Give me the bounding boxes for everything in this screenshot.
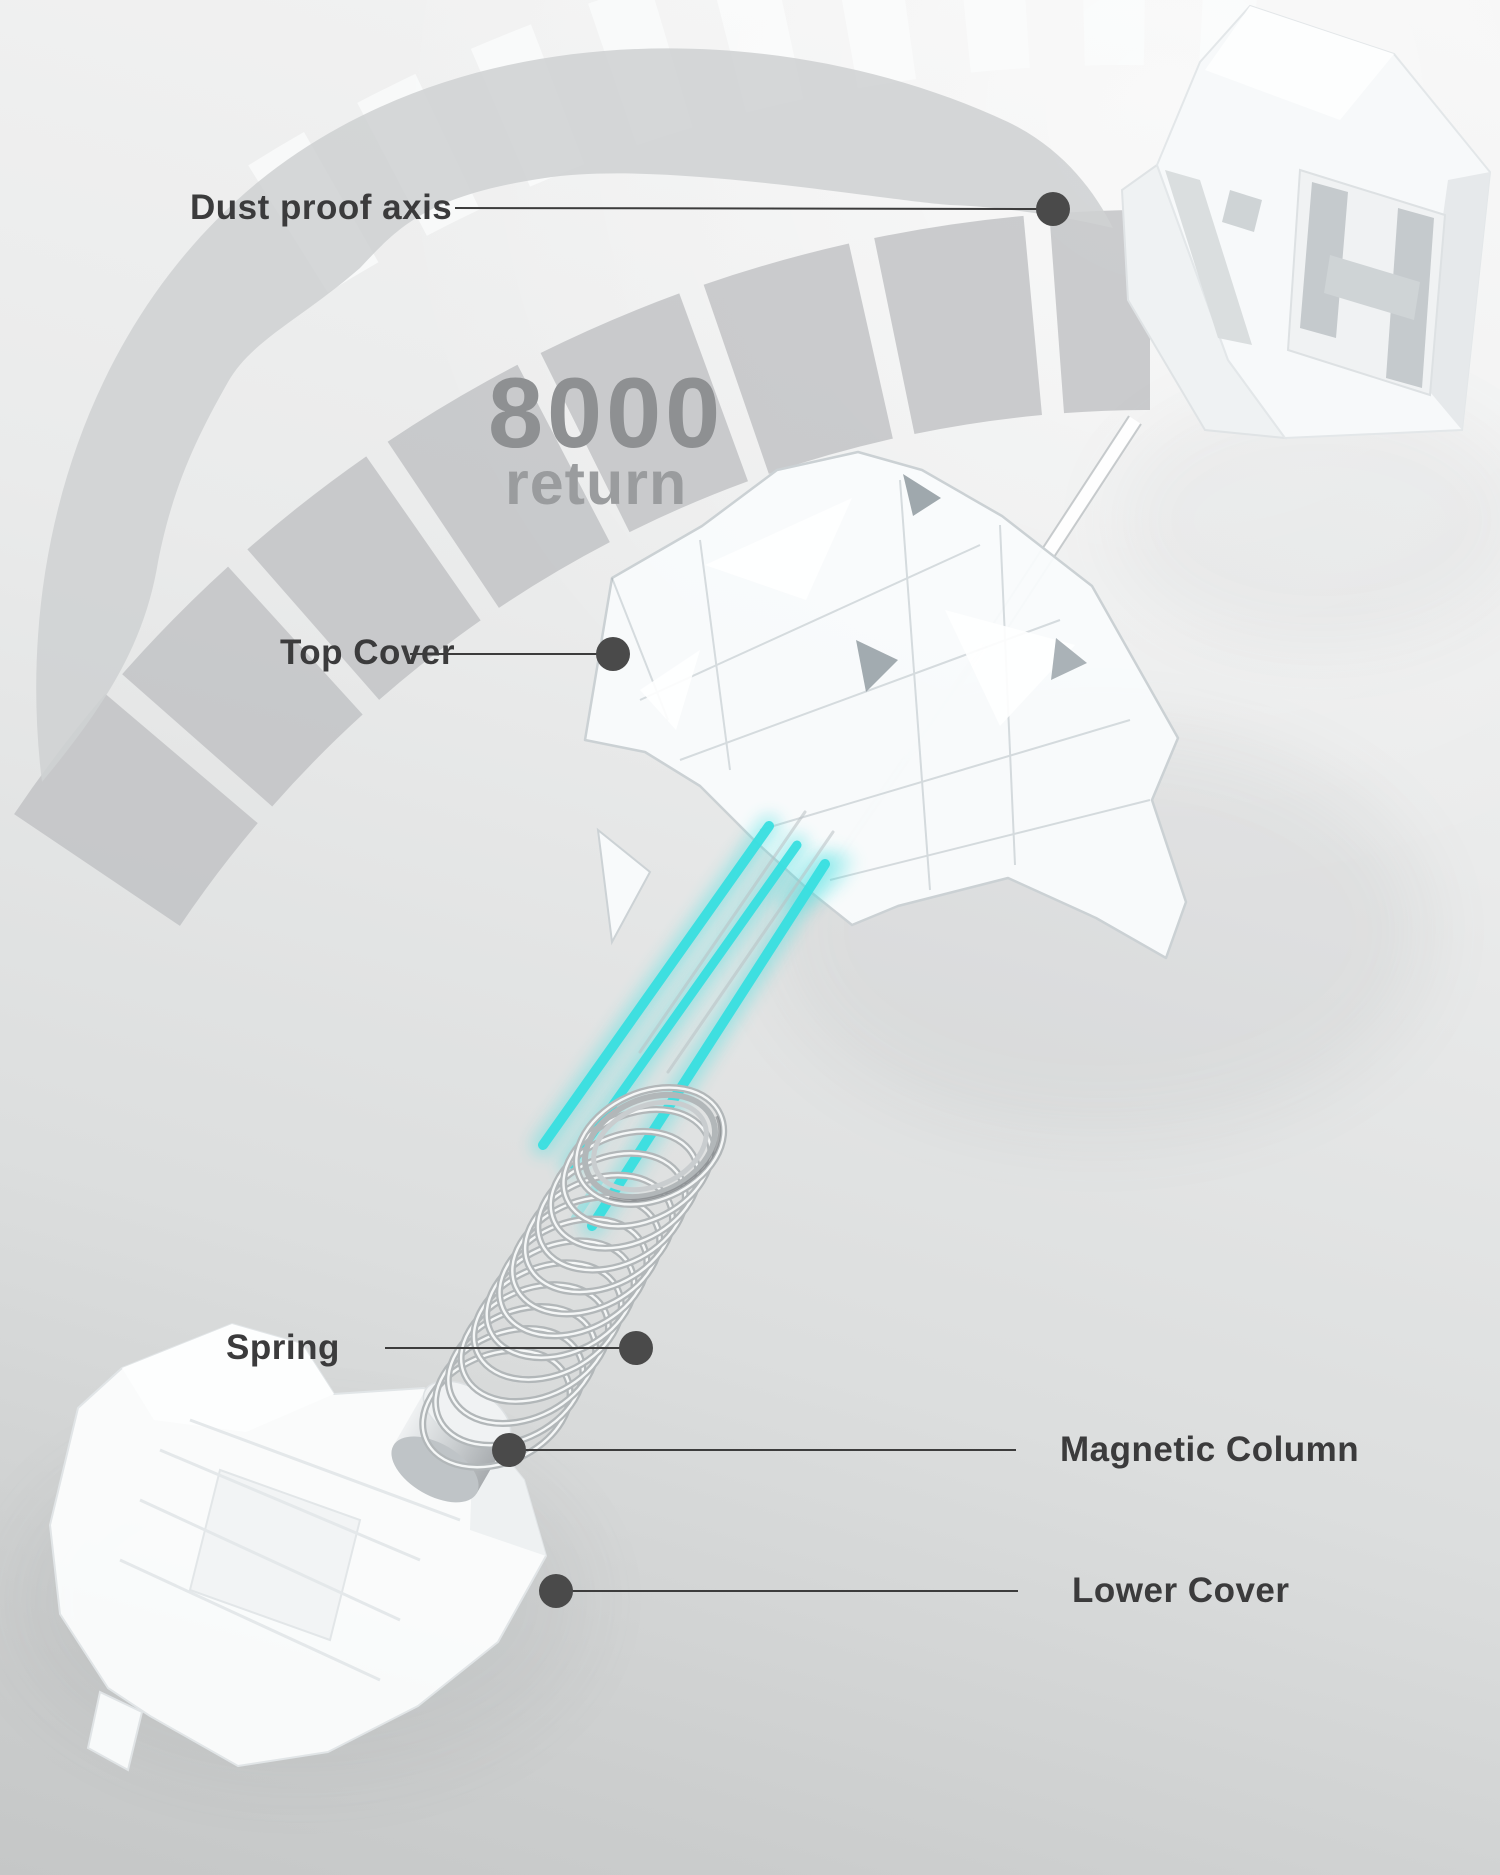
top-cover-render bbox=[583, 450, 1188, 960]
callout-dot-spring bbox=[619, 1331, 653, 1365]
callout-dot-lower-cover bbox=[539, 1574, 573, 1608]
dust-proof-axis-render bbox=[1120, 4, 1492, 440]
callout-dot-dust-proof-axis bbox=[1036, 192, 1070, 226]
spring-render bbox=[404, 1065, 742, 1489]
label-dust-proof-axis: Dust proof axis bbox=[190, 188, 453, 227]
label-top-cover: Top Cover bbox=[280, 633, 455, 672]
gauge-swoosh bbox=[36, 48, 1113, 783]
cycle-count-unit: return bbox=[505, 449, 688, 518]
label-spring: Spring bbox=[226, 1328, 340, 1367]
label-lower-cover: Lower Cover bbox=[1072, 1571, 1290, 1610]
cycle-count-value: 8000 bbox=[488, 357, 725, 468]
gauge-segment-ring bbox=[14, 210, 1151, 926]
callout-lines bbox=[385, 207, 1054, 1592]
cycle-count-badge: 8000 return bbox=[488, 357, 725, 518]
callout-dot-top-cover bbox=[596, 637, 630, 671]
callout-line-dust-proof-axis bbox=[454, 207, 1054, 210]
callout-dot-magnetic-column bbox=[492, 1433, 526, 1467]
label-magnetic-column: Magnetic Column bbox=[1060, 1430, 1360, 1469]
callout-dots bbox=[492, 192, 1070, 1608]
gauge-arc-decoration bbox=[14, 0, 1257, 926]
